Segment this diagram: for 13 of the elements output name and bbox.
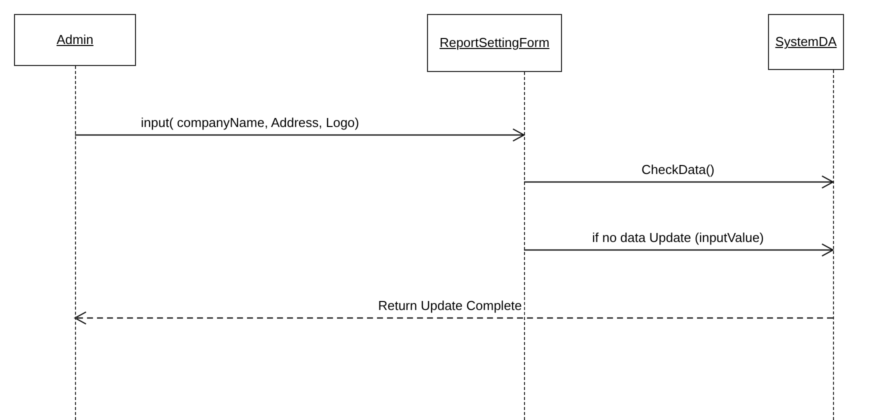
message-arrow <box>524 175 834 189</box>
object-box <box>427 14 562 72</box>
object-box <box>768 14 844 70</box>
message-arrow <box>524 243 834 257</box>
lifeline <box>524 72 525 420</box>
object-box <box>14 14 136 66</box>
message-arrow <box>74 311 833 325</box>
lifeline <box>75 66 76 420</box>
object-name: ReportSettingForm <box>440 34 550 52</box>
object-name: Admin <box>56 31 94 50</box>
message-arrow <box>75 128 525 142</box>
lifeline <box>833 70 834 420</box>
object-name: SystemDA <box>775 33 837 52</box>
